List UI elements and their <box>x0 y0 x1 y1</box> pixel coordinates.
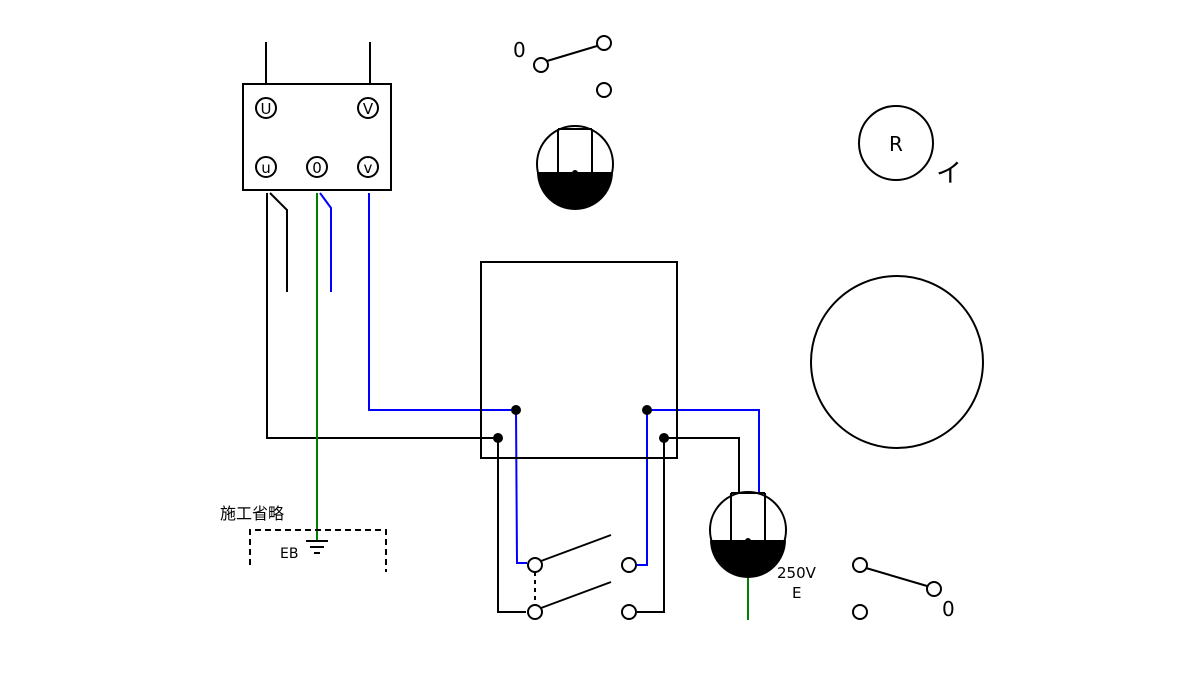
lamp-r-outline <box>858 105 934 181</box>
terminal-u: u <box>255 156 277 178</box>
black-stub-wire <box>269 192 288 292</box>
blue-wire-switch-return <box>637 410 648 566</box>
switch-contact <box>596 82 612 98</box>
omitted-label: 施工省略 <box>220 504 284 523</box>
junction-dot <box>511 405 521 415</box>
receptacle-bottom <box>709 491 787 578</box>
switch-contact <box>621 557 637 573</box>
black-wire-switch-2 <box>497 438 526 613</box>
switch-contact <box>533 57 549 73</box>
switch-blade <box>546 45 598 62</box>
receptacle-top <box>536 125 614 210</box>
terminal-v: v <box>357 156 379 178</box>
switch-contact <box>596 35 612 51</box>
switch-blade <box>540 581 612 609</box>
switch-contact <box>852 604 868 620</box>
blue-wire-receptacle <box>647 409 760 493</box>
omitted-boundary <box>249 529 387 572</box>
switch-contact <box>527 557 543 573</box>
terminal-V: V <box>357 97 379 119</box>
lamp-r: R <box>858 105 934 181</box>
switch-contact <box>852 557 868 573</box>
terminal-U: U <box>255 97 277 119</box>
terminal-v-label: v <box>364 159 373 177</box>
junction-box <box>480 261 678 459</box>
switch-contact <box>621 604 637 620</box>
transformer: U V u 0 v <box>242 42 392 191</box>
switch-top-label: 0 <box>513 38 526 62</box>
receptacle-fill <box>537 172 613 210</box>
terminal-0-label: 0 <box>312 159 322 177</box>
black-wire-switch-return <box>637 438 665 613</box>
switch-blade <box>865 567 928 587</box>
switch-bottom: 0 <box>852 557 955 621</box>
rating-label: 250V <box>777 564 817 582</box>
black-wire-u <box>266 193 498 439</box>
fixture-circle <box>810 275 984 449</box>
ganged-switch <box>527 534 637 620</box>
switch-contact <box>926 581 942 597</box>
eb-label: EB <box>280 546 298 562</box>
lamp-r-label: R <box>889 132 903 156</box>
switch-bottom-label: 0 <box>942 597 955 621</box>
terminal-u-label: u <box>261 159 271 177</box>
terminal-V-label: V <box>363 100 374 118</box>
terminal-0: 0 <box>306 156 328 178</box>
blue-wire-v <box>368 193 516 411</box>
ground-symbol-icon <box>306 540 328 554</box>
junction-dot <box>493 433 503 443</box>
blue-stub-wire <box>319 192 332 292</box>
black-wire-receptacle <box>664 437 740 493</box>
switch-contact <box>527 604 543 620</box>
blue-wire-switch-1 <box>515 409 527 564</box>
junction-dot <box>659 433 669 443</box>
switch-top: 0 <box>513 35 612 98</box>
earth-label: E <box>792 584 801 602</box>
junction-dot <box>642 405 652 415</box>
receptacle-fill <box>710 540 786 578</box>
switch-blade <box>540 534 612 562</box>
lamp-i-label: イ <box>936 159 962 189</box>
terminal-U-label: U <box>261 100 272 118</box>
